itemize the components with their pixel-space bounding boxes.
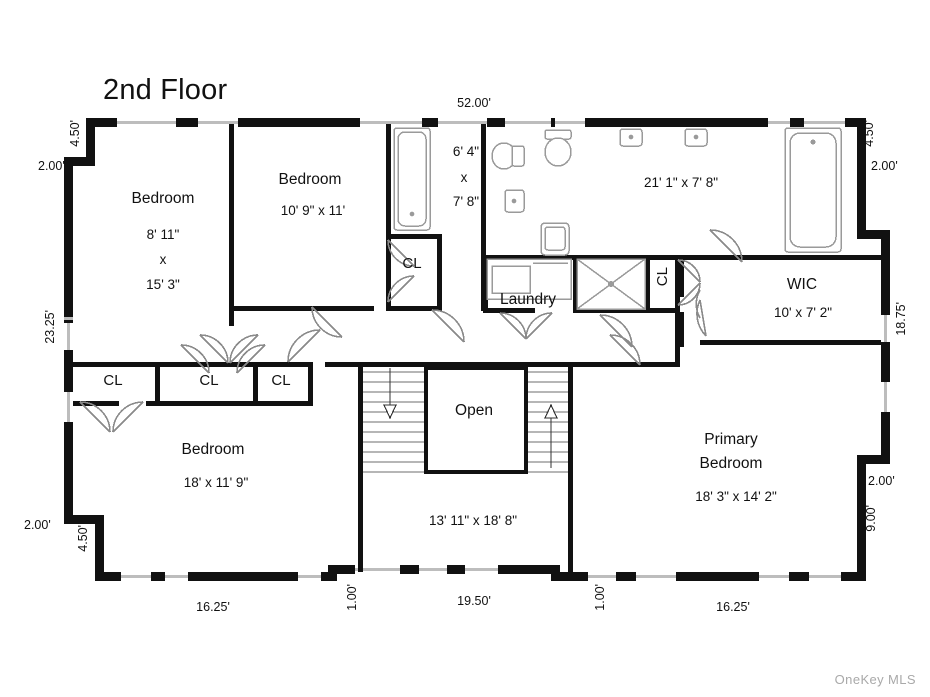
dim-left-notch-top-horiz: 2.00'	[38, 159, 65, 173]
room-dim-primary-bedroom: 18' 3" x 14' 2"	[695, 489, 777, 504]
dim-bottom-right-run: 16.25'	[716, 600, 750, 614]
closet-label-cl-rear-2: CL	[199, 372, 219, 389]
dim-overall-top: 52.00'	[457, 96, 491, 110]
dim-left-notch-top-vert: 4.50'	[68, 120, 82, 147]
dim-right-notch-top-vert: 4.50'	[862, 120, 876, 147]
dim-left-main-vert: 23.25'	[43, 310, 57, 344]
room-label-bedroom-front-left: Bedroom	[131, 190, 195, 207]
dim-right-main-vert: 18.75'	[894, 302, 908, 336]
dim-bottom-left-step: 1.00'	[345, 584, 359, 611]
room-dim-bedroom-front-left-3: 15' 3"	[146, 277, 180, 292]
closet-label-cl-rear-1: CL	[103, 372, 123, 389]
dim-left-notch-bottom-vert: 4.50'	[76, 525, 90, 552]
room-dim-bathroom-hall-1: 6' 4"	[452, 144, 480, 159]
dim-right-notch-bottom-vert: 9.00'	[864, 505, 878, 532]
room-label-bedroom-front-mid: Bedroom	[278, 171, 342, 188]
interior-walls	[73, 124, 881, 572]
dim-bottom-right-step: 1.00'	[593, 584, 607, 611]
exterior-walls	[64, 118, 890, 581]
room-label-primary-bedroom-line1: Primary	[704, 431, 758, 448]
dim-bottom-middle-run: 19.50'	[457, 594, 491, 608]
stair-hall-open-label: Open	[455, 402, 493, 419]
room-dim-bedroom-front-mid: 10' 9" x 11'	[280, 203, 346, 218]
closet-label-cl-upper-right: CL	[402, 255, 422, 272]
room-dim-stair-hall: 13' 11" x 18' 8"	[428, 513, 518, 528]
closet-label-cl-hall-right: CL	[654, 267, 671, 287]
page-title: 2nd Floor	[103, 74, 228, 106]
stair-direction-arrows	[383, 368, 558, 468]
room-dim-bedroom-front-left-2: x	[159, 252, 167, 267]
room-label-primary-bedroom-line2: Bedroom	[699, 455, 763, 472]
dim-right-notch-bottom-horiz: 2.00'	[868, 474, 895, 488]
room-dim-bathroom-hall-2: x	[460, 170, 468, 185]
room-dim-bathroom-hall-3: 7' 8"	[452, 194, 480, 209]
dim-bottom-left-run: 16.25'	[196, 600, 230, 614]
room-dim-bedroom-rear-left: 18' x 11' 9"	[183, 475, 249, 490]
stair-treads	[363, 371, 568, 473]
room-dim-bedroom-front-left-1: 8' 11"	[146, 227, 180, 242]
dim-left-notch-bottom-horiz: 2.00'	[24, 518, 51, 532]
dim-right-notch-top-horiz: 2.00'	[871, 159, 898, 173]
closet-label-cl-rear-3: CL	[271, 372, 291, 389]
room-dim-wic: 10' x 7' 2"	[774, 305, 832, 320]
door-swings	[79, 229, 743, 433]
room-label-wic: WIC	[786, 276, 818, 293]
room-label-bedroom-rear-left: Bedroom	[181, 441, 245, 458]
room-dim-primary-bathroom: 21' 1" x 7' 8"	[643, 175, 719, 190]
watermark-onekey-mls: OneKey MLS	[834, 672, 916, 687]
plumbing-fixtures	[393, 127, 842, 310]
room-label-laundry: Laundry	[499, 291, 557, 308]
